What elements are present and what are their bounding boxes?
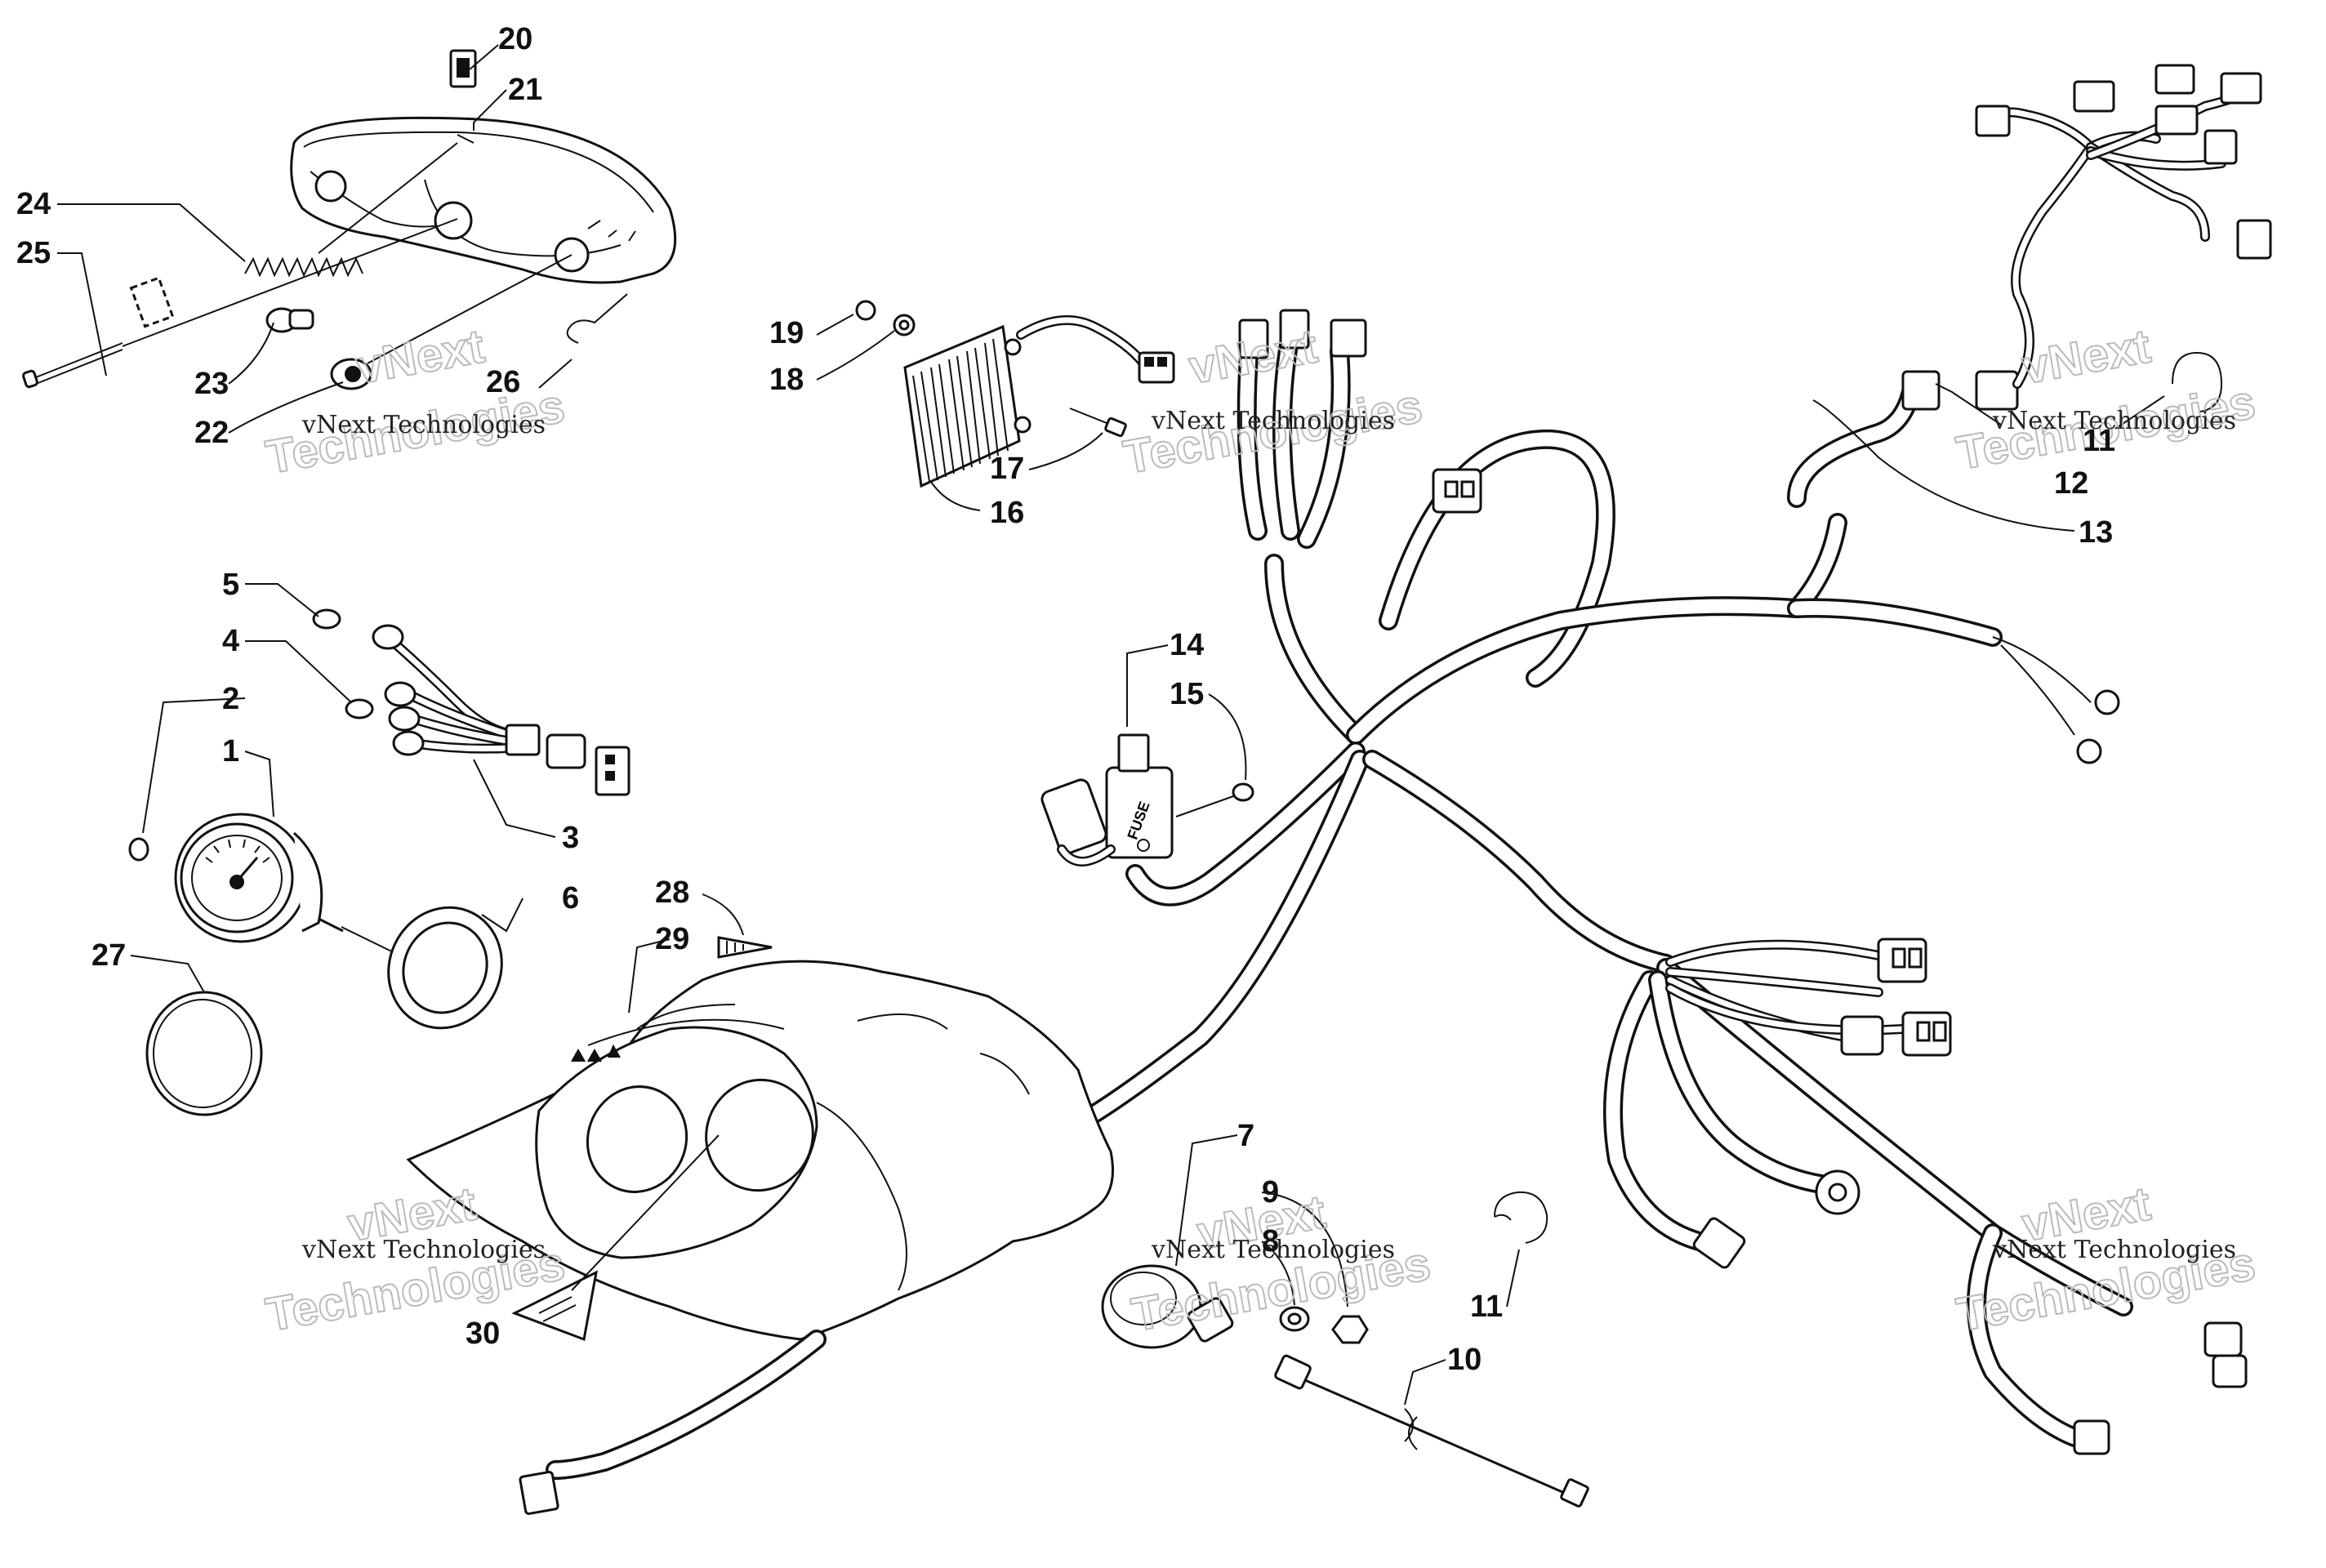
label-5: 5 <box>222 568 239 602</box>
headlight-assembly <box>290 116 677 284</box>
label-1: 1 <box>222 734 239 768</box>
lens-27 <box>145 991 263 1116</box>
label-29: 29 <box>655 922 689 956</box>
label-12: 12 <box>2054 466 2088 501</box>
clamp-11-lower <box>1494 1191 1548 1244</box>
dash-panel <box>406 960 1114 1341</box>
label-18: 18 <box>769 363 804 397</box>
label-24: 24 <box>16 187 51 221</box>
nut-9 <box>1331 1315 1369 1344</box>
connectors-lower-right <box>1692 938 2248 1455</box>
label-2: 2 <box>222 682 239 716</box>
label-11-upper: 11 <box>2083 424 2115 458</box>
bulb-23 <box>265 307 314 333</box>
label-4: 4 <box>222 624 239 658</box>
watermark-6: vNext Technologies vNext Technologies <box>1952 1176 2260 1342</box>
watermark-small-3: vNext Technologies <box>1992 407 2236 435</box>
watermark-small-2: vNext Technologies <box>1151 407 1395 435</box>
label-30: 30 <box>466 1316 500 1351</box>
screw-28 <box>717 936 773 959</box>
label-28: 28 <box>655 875 689 910</box>
fuse-holder-14: FUSE <box>1040 733 1174 866</box>
bulb-4 <box>345 698 374 719</box>
watermark-2: vNext Technologies vNext Technologies <box>1119 318 1427 484</box>
screw-15 <box>1175 782 1254 817</box>
part-labels: 20 21 24 25 23 22 26 19 18 17 16 5 4 2 1… <box>16 22 2115 1377</box>
watermark-small-1: vNext Technologies <box>301 411 546 439</box>
dash-pigtail <box>519 1330 827 1515</box>
label-19: 19 <box>769 316 804 350</box>
label-10: 10 <box>1447 1343 1482 1377</box>
bezel-6 <box>387 906 503 1030</box>
decal-30 <box>511 1270 599 1342</box>
label-16: 16 <box>990 496 1024 530</box>
watermark-small-4: vNext Technologies <box>301 1236 546 1264</box>
speedo-cable-10 <box>1274 1354 1589 1508</box>
clamp-11-upper <box>2172 351 2223 412</box>
label-8: 8 <box>1262 1224 1279 1258</box>
sensor-7 <box>1101 1264 1234 1349</box>
label-7: 7 <box>1237 1119 1254 1153</box>
label-25: 25 <box>16 236 51 270</box>
label-13: 13 <box>2079 515 2113 550</box>
label-27: 27 <box>91 938 126 973</box>
gauge-harness-3 <box>372 624 631 796</box>
label-6: 6 <box>562 881 579 915</box>
connectors-upper <box>1238 309 1482 514</box>
label-22: 22 <box>194 416 229 450</box>
label-20: 20 <box>498 22 532 56</box>
label-9: 9 <box>1262 1175 1279 1209</box>
spring-24 <box>244 142 458 278</box>
watermark-1: vNext Technologies vNext Technologies <box>261 318 569 484</box>
right-ring-terminals <box>1992 636 2120 764</box>
watermark-small-6: vNext Technologies <box>1992 1236 2236 1264</box>
watermark-big-3: vNext <box>1185 319 1321 394</box>
clip-20 <box>449 49 477 88</box>
label-21: 21 <box>508 73 542 107</box>
watermark-big-1: vNext <box>352 319 488 394</box>
watermark-big-5: vNext <box>2018 319 2154 394</box>
bulb-5 <box>312 608 341 630</box>
regulator-16 <box>903 315 1175 488</box>
socket-22 <box>330 254 573 390</box>
bulb-2 <box>128 837 149 862</box>
label-23: 23 <box>194 367 229 401</box>
label-17: 17 <box>990 452 1024 486</box>
label-11-lower: 11 <box>1470 1290 1503 1324</box>
leader-lines <box>57 44 2165 1405</box>
watermark-small-5: vNext Technologies <box>1151 1236 1395 1264</box>
label-14: 14 <box>1170 628 1204 662</box>
bolt-17 <box>1069 408 1127 438</box>
label-15: 15 <box>1170 677 1204 711</box>
nut-19 <box>855 300 876 321</box>
gauge-1 <box>174 813 409 960</box>
label-26: 26 <box>486 365 520 399</box>
label-3: 3 <box>562 821 579 855</box>
screw-25 <box>22 218 458 389</box>
main-harness <box>1076 325 2133 1447</box>
harness-13 <box>1787 64 2272 508</box>
washer-18 <box>893 314 916 336</box>
washer-8 <box>1279 1306 1310 1332</box>
hook-26 <box>566 293 628 344</box>
